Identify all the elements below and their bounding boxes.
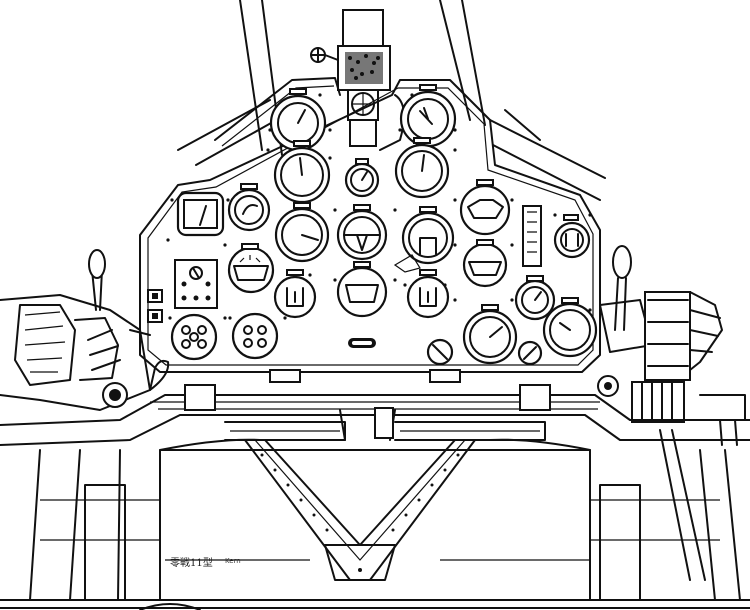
gauge-2-left xyxy=(273,140,331,204)
gauge-5-small xyxy=(517,340,543,366)
gauge-4-center xyxy=(336,254,421,318)
cockpit-floor-frame xyxy=(0,438,750,610)
gauge-right-top xyxy=(459,179,511,236)
gauge-2-center xyxy=(344,158,380,198)
socket-left-1 xyxy=(170,313,218,361)
gauge-4-far-right xyxy=(514,275,556,321)
instrument-panel xyxy=(139,77,601,373)
gauge-4-left xyxy=(227,243,275,294)
gauge-5-right xyxy=(462,304,518,365)
gauge-upper-right xyxy=(399,84,457,148)
gauge-left-small xyxy=(227,183,271,232)
gauge-left-rect xyxy=(176,191,225,237)
signature-text: Kern xyxy=(225,557,241,565)
gauge-4-right xyxy=(406,269,450,319)
gauge-3-right xyxy=(401,206,455,265)
gauge-5-far-right xyxy=(542,297,598,358)
figure-caption: 零戦11型 Kern xyxy=(170,556,241,569)
knob-center-right xyxy=(426,338,454,366)
fuselage-frame xyxy=(177,0,606,201)
toggle-switches-left xyxy=(147,289,163,323)
v-brace-strut xyxy=(244,439,476,581)
gunsight xyxy=(310,9,405,151)
gauge-upper-left xyxy=(269,88,327,152)
gauge-4-right2 xyxy=(462,239,508,288)
gauge-2-right xyxy=(394,137,450,199)
indicator-strip xyxy=(522,205,542,267)
switch-box xyxy=(174,259,218,309)
gauge-far-right xyxy=(553,214,591,259)
lower-cross-beam xyxy=(0,369,750,446)
gauge-3-center-horizon xyxy=(336,204,388,261)
right-control-column xyxy=(597,245,746,581)
left-throttle-console xyxy=(0,249,170,411)
caption-text: 零戦11型 xyxy=(170,556,213,569)
slot-center xyxy=(348,338,376,348)
gauge-3-left xyxy=(274,202,330,263)
socket-left-2 xyxy=(231,312,279,360)
gauge-4-mid xyxy=(273,269,317,319)
